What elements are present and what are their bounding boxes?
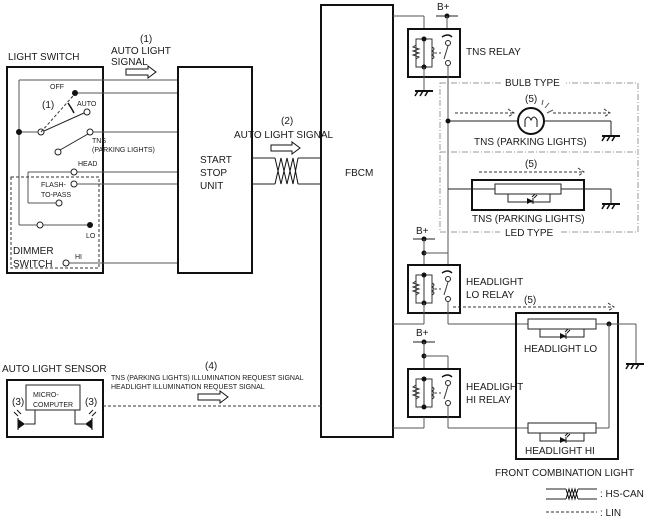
light-switch-box [6,66,104,274]
svg-text:AUTO: AUTO [77,101,97,108]
svg-text:COMPUTER: COMPUTER [33,402,73,409]
svg-text:SWITCH: SWITCH [13,259,52,270]
svg-text:(1): (1) [42,100,54,111]
microcomputer-box [25,384,81,411]
svg-text:TO-PASS: TO-PASS [41,192,71,199]
svg-text:AUTO LIGHT: AUTO LIGHT [111,46,171,57]
headlight-lo-relay [407,264,461,314]
light-switch-title: LIGHT SWITCH [8,52,79,63]
svg-text:OFF: OFF [50,84,64,91]
svg-text:(5): (5) [525,159,537,170]
svg-text:(PARKING LIGHTS): (PARKING LIGHTS) [92,147,155,154]
svg-text:TNS (PARKING LIGHTS) ILLUMINAT: TNS (PARKING LIGHTS) ILLUMINATION REQUES… [111,375,304,382]
svg-text:(5): (5) [525,94,537,105]
svg-text:HEADLIGHT ILLUMINATION REQUEST: HEADLIGHT ILLUMINATION REQUEST SIGNAL [111,384,265,391]
svg-text:SIGNAL: SIGNAL [111,57,148,68]
svg-text:MICRO-: MICRO- [33,392,59,399]
svg-text:(3): (3) [85,397,97,408]
svg-text:FBCM: FBCM [345,168,373,179]
svg-text:B+: B+ [437,2,450,13]
svg-text:AUTO LIGHT SENSOR: AUTO LIGHT SENSOR [2,364,107,375]
svg-text:LO RELAY: LO RELAY [466,290,514,301]
svg-text:LO: LO [86,233,96,240]
headlight-lo [527,318,597,330]
svg-text:(1): (1) [140,34,152,45]
svg-text:(4): (4) [205,361,217,372]
ground-icon [414,90,434,97]
svg-text:: LIN: : LIN [600,508,621,519]
svg-text:LED TYPE: LED TYPE [505,228,553,239]
legend: : HS-CAN : LIN [546,487,644,519]
hs-can-twisted-pair [274,157,299,185]
svg-text:HEADLIGHT LO: HEADLIGHT LO [524,344,597,355]
headlight-hi-relay [407,368,461,418]
svg-text:HEADLIGHT: HEADLIGHT [466,382,523,393]
signal-arrow-4 [197,390,229,404]
svg-text:HI: HI [75,254,82,261]
photodiode-right-icon [85,419,92,429]
svg-text:(2): (2) [281,116,293,127]
svg-text:TNS (PARKING LIGHTS): TNS (PARKING LIGHTS) [474,137,587,148]
headlight-hi [527,422,597,434]
svg-text:AUTO LIGHT SIGNAL: AUTO LIGHT SIGNAL [234,130,334,141]
front-combination-light-box [515,312,619,460]
svg-text:UNIT: UNIT [200,181,223,192]
tns-relay [407,28,461,78]
svg-text:DIMMER: DIMMER [13,246,54,257]
svg-text:HI RELAY: HI RELAY [466,395,511,406]
svg-text:FRONT COMBINATION LIGHT: FRONT COMBINATION LIGHT [495,468,634,479]
svg-text:(3): (3) [12,397,24,408]
svg-text:B+: B+ [416,328,429,339]
svg-text:HEADLIGHT HI: HEADLIGHT HI [525,446,595,457]
svg-text:: HS-CAN: : HS-CAN [600,489,644,500]
signal-arrow-1 [125,65,157,79]
svg-text:FLASH-: FLASH- [41,182,67,189]
svg-text:TNS RELAY: TNS RELAY [466,47,521,58]
svg-text:HEADLIGHT: HEADLIGHT [466,277,523,288]
svg-text:TNS: TNS [92,138,106,145]
fbcm-box [320,4,394,438]
photodiode-left-icon [18,419,25,429]
dimmer-switch-box [10,176,100,269]
svg-text:(5): (5) [524,295,536,306]
svg-text:B+: B+ [416,226,429,237]
auto-light-sensor-box [6,379,104,438]
svg-text:TNS (PARKING LIGHTS): TNS (PARKING LIGHTS) [472,214,585,225]
svg-text:BULB TYPE: BULB TYPE [505,78,560,89]
signal-arrow-2 [270,141,301,155]
start-stop-unit-box [177,66,253,274]
svg-text:HEAD: HEAD [78,161,97,168]
svg-text:STOP: STOP [200,168,227,179]
svg-text:START: START [200,155,232,166]
